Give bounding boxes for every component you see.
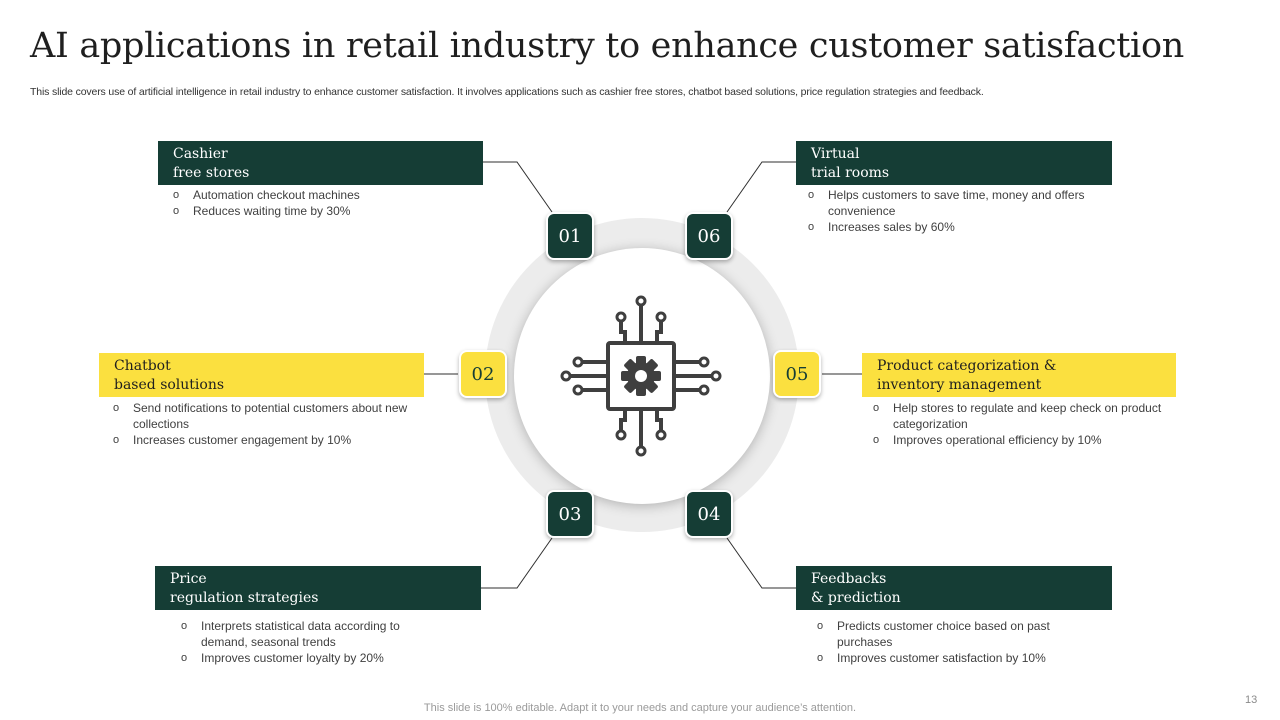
bullet-item: Increases customer engagement by 10%	[113, 432, 413, 448]
ai-chip-gear-icon	[560, 295, 722, 457]
header-title-line1: Chatbot	[114, 358, 171, 374]
bullet-list-cashier: Automation checkout machines Reduces wai…	[173, 187, 473, 219]
bullet-item: Send notifications to potential customer…	[113, 400, 413, 432]
header-title-line1: Virtual	[811, 146, 860, 162]
bullet-item: Improves customer loyalty by 20%	[181, 650, 421, 666]
header-title-line1: Product categorization &	[877, 358, 1057, 374]
header-title-line2: trial rooms	[811, 165, 890, 181]
header-cashier-free-stores: Cashier free stores	[158, 141, 483, 185]
bullet-item: Help stores to regulate and keep check o…	[873, 400, 1163, 432]
footer-note: This slide is 100% editable. Adapt it to…	[423, 702, 857, 714]
slide-title: AI applications in retail industry to en…	[30, 26, 1184, 66]
badge-05: 05	[773, 350, 821, 398]
bullet-item: Helps customers to save time, money and …	[808, 187, 1088, 219]
header-title-line2: based solutions	[114, 377, 225, 393]
slide-subtitle: This slide covers use of artificial inte…	[30, 86, 984, 98]
header-virtual-trial-rooms: Virtual trial rooms	[796, 141, 1112, 185]
page-number: 13	[1245, 694, 1258, 706]
header-title-line1: Feedbacks	[811, 571, 887, 587]
badge-02: 02	[459, 350, 507, 398]
bullet-item: Predicts customer choice based on past p…	[817, 618, 1087, 650]
bullet-list-product: Help stores to regulate and keep check o…	[873, 400, 1163, 448]
connector-04	[726, 537, 796, 589]
header-title-line2: & prediction	[811, 590, 901, 606]
bullet-item: Improves operational efficiency by 10%	[873, 432, 1163, 448]
header-title-line1: Cashier	[173, 146, 228, 162]
header-chatbot-based-solutions: Chatbot based solutions	[99, 353, 424, 397]
header-price-regulation: Price regulation strategies	[155, 566, 481, 610]
header-product-categorization: Product categorization & inventory manag…	[862, 353, 1176, 397]
badge-01: 01	[546, 212, 594, 260]
bullet-item: Improves customer satisfaction by 10%	[817, 650, 1087, 666]
bullet-list-virtual: Helps customers to save time, money and …	[808, 187, 1088, 235]
badge-04: 04	[685, 490, 733, 538]
header-title-line2: inventory management	[877, 377, 1042, 393]
header-title-line1: Price	[170, 571, 207, 587]
connector-01	[483, 161, 553, 213]
bullet-item: Increases sales by 60%	[808, 219, 1088, 235]
bullet-list-feedbacks: Predicts customer choice based on past p…	[817, 618, 1087, 666]
badge-06: 06	[685, 212, 733, 260]
connector-03	[481, 537, 553, 589]
bullet-item: Automation checkout machines	[173, 187, 473, 203]
badge-03: 03	[546, 490, 594, 538]
header-feedbacks-prediction: Feedbacks & prediction	[796, 566, 1112, 610]
header-title-line2: regulation strategies	[170, 590, 319, 606]
header-title-line2: free stores	[173, 165, 250, 181]
connector-06	[726, 161, 796, 213]
bullet-item: Interprets statistical data according to…	[181, 618, 421, 650]
bullet-list-chatbot: Send notifications to potential customer…	[113, 400, 413, 448]
bullet-list-price: Interprets statistical data according to…	[181, 618, 421, 666]
bullet-item: Reduces waiting time by 30%	[173, 203, 473, 219]
